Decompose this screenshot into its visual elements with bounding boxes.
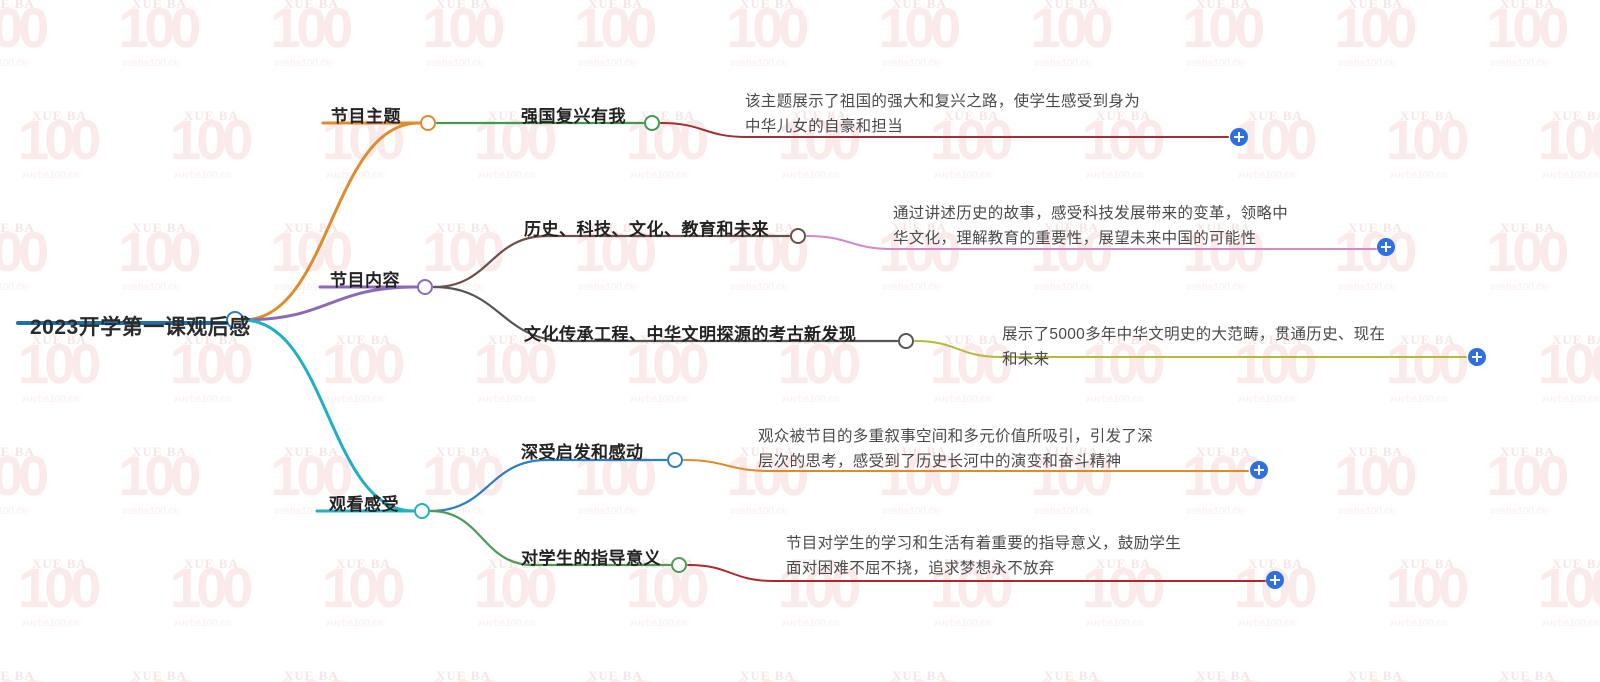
root-node[interactable] bbox=[226, 311, 244, 329]
topic-inspired-connector bbox=[429, 458, 548, 513]
topic-inspired-expand-plus-icon[interactable] bbox=[1250, 461, 1268, 479]
branch-content-label[interactable]: 节目内容 bbox=[330, 271, 400, 290]
topic-culture-archaeology-node[interactable] bbox=[898, 333, 914, 349]
topic-guidance-detail-text: 节目对学生的学习和生活有着重要的指导意义，鼓励学生 面对困难不屈不挠，追求梦想永… bbox=[786, 535, 1182, 577]
branch-theme-node[interactable] bbox=[420, 115, 436, 131]
topic-strong-nation-node[interactable] bbox=[644, 115, 660, 131]
topic-guidance-detail-connector bbox=[687, 564, 775, 582]
topic-history-tech-node[interactable] bbox=[790, 228, 806, 244]
topic-culture-archaeology-detail-connector bbox=[914, 340, 1002, 358]
branch-feeling-node[interactable] bbox=[414, 503, 430, 519]
topic-culture-archaeology-label[interactable]: 文化传承工程、中华文明探源的考古新发现 bbox=[524, 325, 857, 344]
root-node-label[interactable]: 2023开学第一课观后感 bbox=[30, 316, 251, 339]
topic-history-tech-connector bbox=[432, 234, 549, 289]
topic-inspired-detail-connector bbox=[683, 459, 771, 472]
topic-strong-nation-detail-text: 该主题展示了祖国的强大和复兴之路，使学生感受到身为 中华儿女的自豪和担当 bbox=[745, 93, 1141, 135]
branch-feeling-label[interactable]: 观看感受 bbox=[329, 495, 399, 514]
topic-strong-nation-detail-connector bbox=[660, 122, 748, 138]
topic-guidance-label[interactable]: 对学生的指导意义 bbox=[521, 549, 661, 568]
topic-history-tech-detail-connector bbox=[806, 235, 894, 250]
branch-theme-connector bbox=[241, 121, 421, 322]
topic-strong-nation-expand-plus-icon[interactable] bbox=[1230, 128, 1248, 146]
topic-inspired-detail-text: 观众被节目的多重叙事空间和多元价值所吸引，引发了深 层次的思考，感受到了历史长河… bbox=[758, 428, 1154, 470]
topic-history-tech-label[interactable]: 历史、科技、文化、教育和未来 bbox=[524, 220, 769, 239]
topic-culture-archaeology-expand-plus-icon[interactable] bbox=[1468, 348, 1486, 366]
topic-history-tech-expand-plus-icon[interactable] bbox=[1377, 238, 1395, 256]
topic-guidance-expand-plus-icon[interactable] bbox=[1266, 571, 1284, 589]
branch-content-node[interactable] bbox=[417, 279, 433, 295]
topic-inspired-label[interactable]: 深受启发和感动 bbox=[521, 443, 644, 462]
topic-inspired-node[interactable] bbox=[667, 452, 683, 468]
topic-history-tech-detail-text: 通过讲述历史的故事，感受科技发展带来的变革，领略中 华文化，理解教育的重要性，展… bbox=[893, 205, 1289, 247]
branch-theme-label[interactable]: 节目主题 bbox=[331, 107, 401, 126]
topic-strong-nation-label[interactable]: 强国复兴有我 bbox=[521, 107, 626, 126]
topic-guidance-connector bbox=[429, 509, 535, 567]
topic-culture-archaeology-connector bbox=[432, 285, 569, 343]
topic-guidance-node[interactable] bbox=[671, 557, 687, 573]
topic-culture-archaeology-detail-text: 展示了5000多年中华文明史的大范畴，贯通历史、现在 和未来 bbox=[1002, 326, 1386, 368]
branch-feeling-connector bbox=[241, 318, 415, 513]
